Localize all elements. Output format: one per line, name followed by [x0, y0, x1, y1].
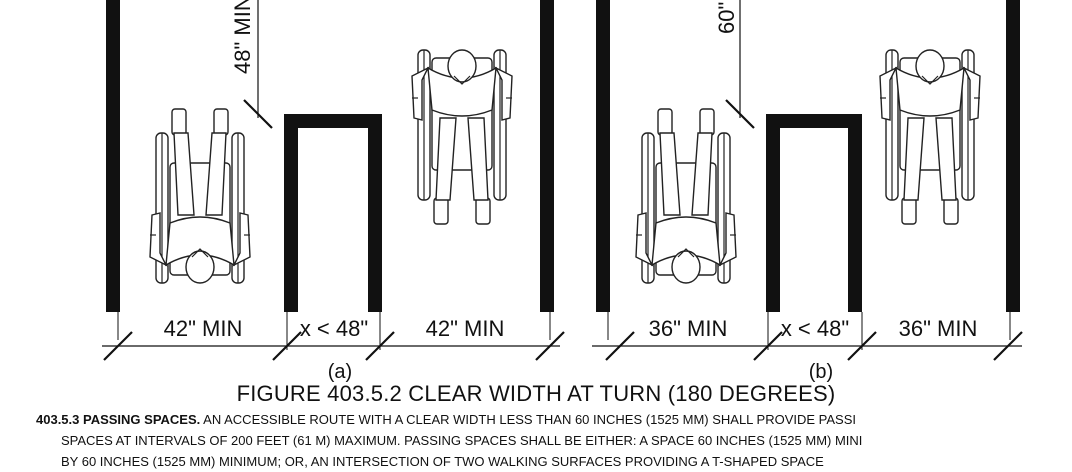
panel-b-wheelchair-user-left [635, 108, 737, 284]
panel-b-left-width: 36" MIN [649, 316, 728, 341]
panel-b-wheelchair-user-right [879, 49, 981, 225]
panel-b-right-width: 36" MIN [899, 316, 978, 341]
panel-a-divider-wall [284, 114, 382, 312]
panel-a-wheelchair-user-left [149, 108, 251, 284]
panel-a: 48" MIN 42" MIN x < 48" 42" MIN (a) [102, 0, 565, 383]
section-403-5-3: 403.5.3 PASSING SPACES. AN ACCESSIBLE RO… [36, 409, 1072, 472]
panel-a-left-wall [106, 0, 120, 312]
panel-a-sublabel: (a) [328, 361, 352, 383]
panel-a-left-width: 42" MIN [164, 316, 243, 341]
panel-b-left-wall [596, 0, 610, 312]
panel-b-right-wall [1006, 0, 1020, 312]
section-line-2: SPACES AT INTERVALS OF 200 FEET (61 M) M… [61, 433, 863, 448]
panel-b: 60" 36" MIN x < 48" 36" MIN (b) [592, 0, 1023, 383]
panel-b-sublabel: (b) [809, 361, 833, 383]
panel-a-middle-width: x < 48" [300, 316, 368, 341]
panel-b-vertical-dimension: 60" [714, 2, 739, 34]
section-heading: 403.5.3 PASSING SPACES. [36, 412, 201, 427]
panel-b-middle-width: x < 48" [781, 316, 849, 341]
section-line-3: BY 60 INCHES (1525 MM) MINIMUM; OR, AN I… [61, 454, 824, 469]
panel-a-vertical-dimension: 48" MIN [230, 0, 255, 74]
panel-b-divider-wall [766, 114, 862, 312]
figure-caption: FIGURE 403.5.2 CLEAR WIDTH AT TURN (180 … [236, 381, 836, 406]
section-line-1: AN ACCESSIBLE ROUTE WITH A CLEAR WIDTH L… [203, 412, 856, 427]
panel-a-right-wall [540, 0, 554, 312]
panel-a-right-width: 42" MIN [426, 316, 505, 341]
panel-a-wheelchair-user-right [411, 49, 513, 225]
section-first-line: 403.5.3 PASSING SPACES. AN ACCESSIBLE RO… [36, 409, 1072, 430]
turn-clear-width-figure: 48" MIN 42" MIN x < 48" 42" MIN (a) 60" [102, 0, 1023, 383]
